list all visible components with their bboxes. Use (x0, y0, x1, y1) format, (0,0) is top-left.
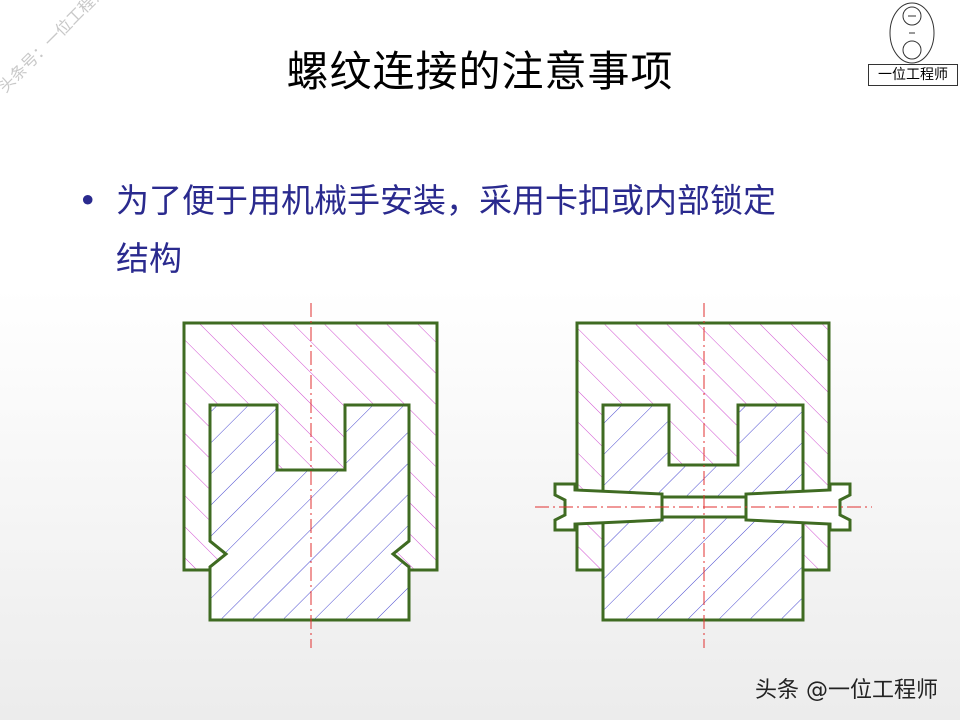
bullet-line-1: 为了便于用机械手安装，采用卡扣或内部锁定 (116, 181, 776, 220)
locking-pin-assembly (535, 303, 872, 648)
logo-mark-icon (889, 2, 935, 64)
bullet-text: 为了便于用机械手安装，采用卡扣或内部锁定 结构 (116, 172, 886, 288)
bullet-line-2: 结构 (116, 239, 182, 278)
lock-pin-right (744, 482, 852, 532)
logo: 一位工程师 (868, 0, 958, 86)
footer-watermark: 头条 @一位工程师 (755, 678, 938, 703)
slide-title: 螺纹连接的注意事项 (286, 47, 674, 96)
logo-text: 一位工程师 (868, 64, 958, 86)
snap-fit-inner-part (208, 403, 411, 622)
snap-fit-assembly (182, 303, 439, 648)
bullet-dot: • (78, 181, 98, 220)
